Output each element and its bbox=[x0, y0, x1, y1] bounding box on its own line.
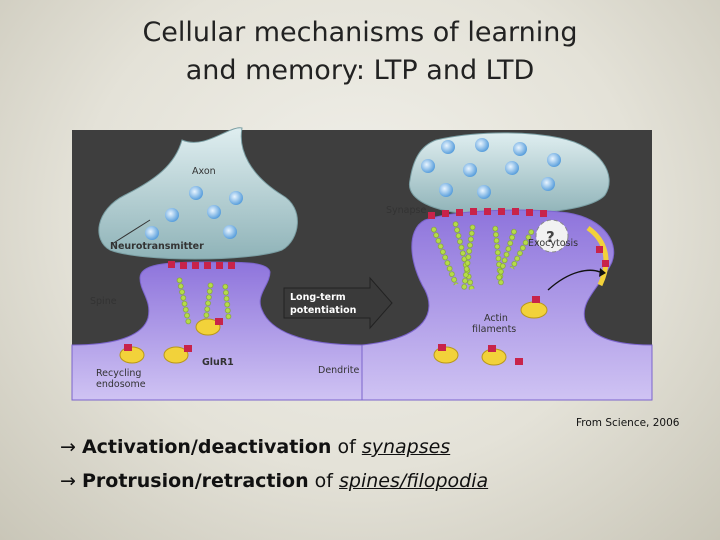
bullet-link-synapses: synapses bbox=[361, 436, 451, 458]
ltp-label-line1: Long-term bbox=[290, 292, 346, 303]
label-actin: Actin bbox=[484, 313, 508, 324]
title-line-2: and memory: LTP and LTD bbox=[185, 55, 535, 86]
right-glur1-vesicles bbox=[433, 296, 548, 366]
exocytosis-arrow bbox=[547, 269, 601, 291]
title-line-1: Cellular mechanisms of learning bbox=[142, 17, 578, 48]
label-dendrite: Dendrite bbox=[318, 365, 359, 376]
label-neurotransmitter: Neurotransmitter bbox=[110, 241, 204, 252]
left-glur1-vesicles bbox=[119, 318, 223, 364]
bullet-mid: of bbox=[331, 436, 362, 458]
label-glur1: GluR1 bbox=[202, 357, 234, 368]
right-actin-filaments bbox=[430, 220, 536, 291]
left-receptors bbox=[168, 261, 235, 269]
label-synapse: Synapse bbox=[386, 205, 426, 216]
bullet-strong: Protrusion/retraction bbox=[81, 470, 309, 492]
left-synapse: Axon Neurotransmitter Spine GluR1 Recycl… bbox=[71, 127, 363, 401]
bullet-mid: of bbox=[308, 470, 340, 492]
bullet-item: → Protrusion/retraction of spines/filopo… bbox=[60, 464, 488, 498]
label-axon: Axon bbox=[192, 166, 216, 177]
bullet-arrow: → bbox=[60, 436, 76, 458]
label-recycling: Recycling bbox=[96, 368, 141, 379]
recycling-question-icon: ? bbox=[535, 219, 569, 253]
right-synapse: ? Synapse Exocytosis Actin filaments bbox=[361, 132, 653, 401]
bullet-link-spines: spines/filopodia bbox=[339, 470, 489, 492]
label-spine: Spine bbox=[90, 296, 117, 307]
label-endosome: endosome bbox=[96, 379, 146, 390]
slide-title: Cellular mechanisms of learning and memo… bbox=[60, 14, 660, 90]
left-actin-filaments bbox=[176, 276, 232, 325]
bullet-list: → Activation/deactivation of synapses → … bbox=[60, 430, 488, 498]
right-vesicles bbox=[421, 138, 561, 199]
bullet-item: → Activation/deactivation of synapses bbox=[60, 430, 488, 464]
left-vesicles bbox=[145, 186, 243, 240]
ltp-arrow: Long-term potentiation bbox=[283, 276, 393, 330]
ltp-label-line2: potentiation bbox=[290, 305, 357, 316]
bullet-strong: Activation/deactivation bbox=[81, 436, 332, 458]
source-credit: From Science, 2006 bbox=[576, 417, 680, 429]
label-filaments: filaments bbox=[472, 324, 516, 335]
exocytosis-membrane bbox=[586, 225, 609, 287]
bullet-arrow: → bbox=[60, 470, 76, 492]
label-exocytosis: Exocytosis bbox=[528, 238, 578, 249]
question-mark: ? bbox=[546, 228, 555, 246]
right-receptors bbox=[428, 208, 609, 267]
